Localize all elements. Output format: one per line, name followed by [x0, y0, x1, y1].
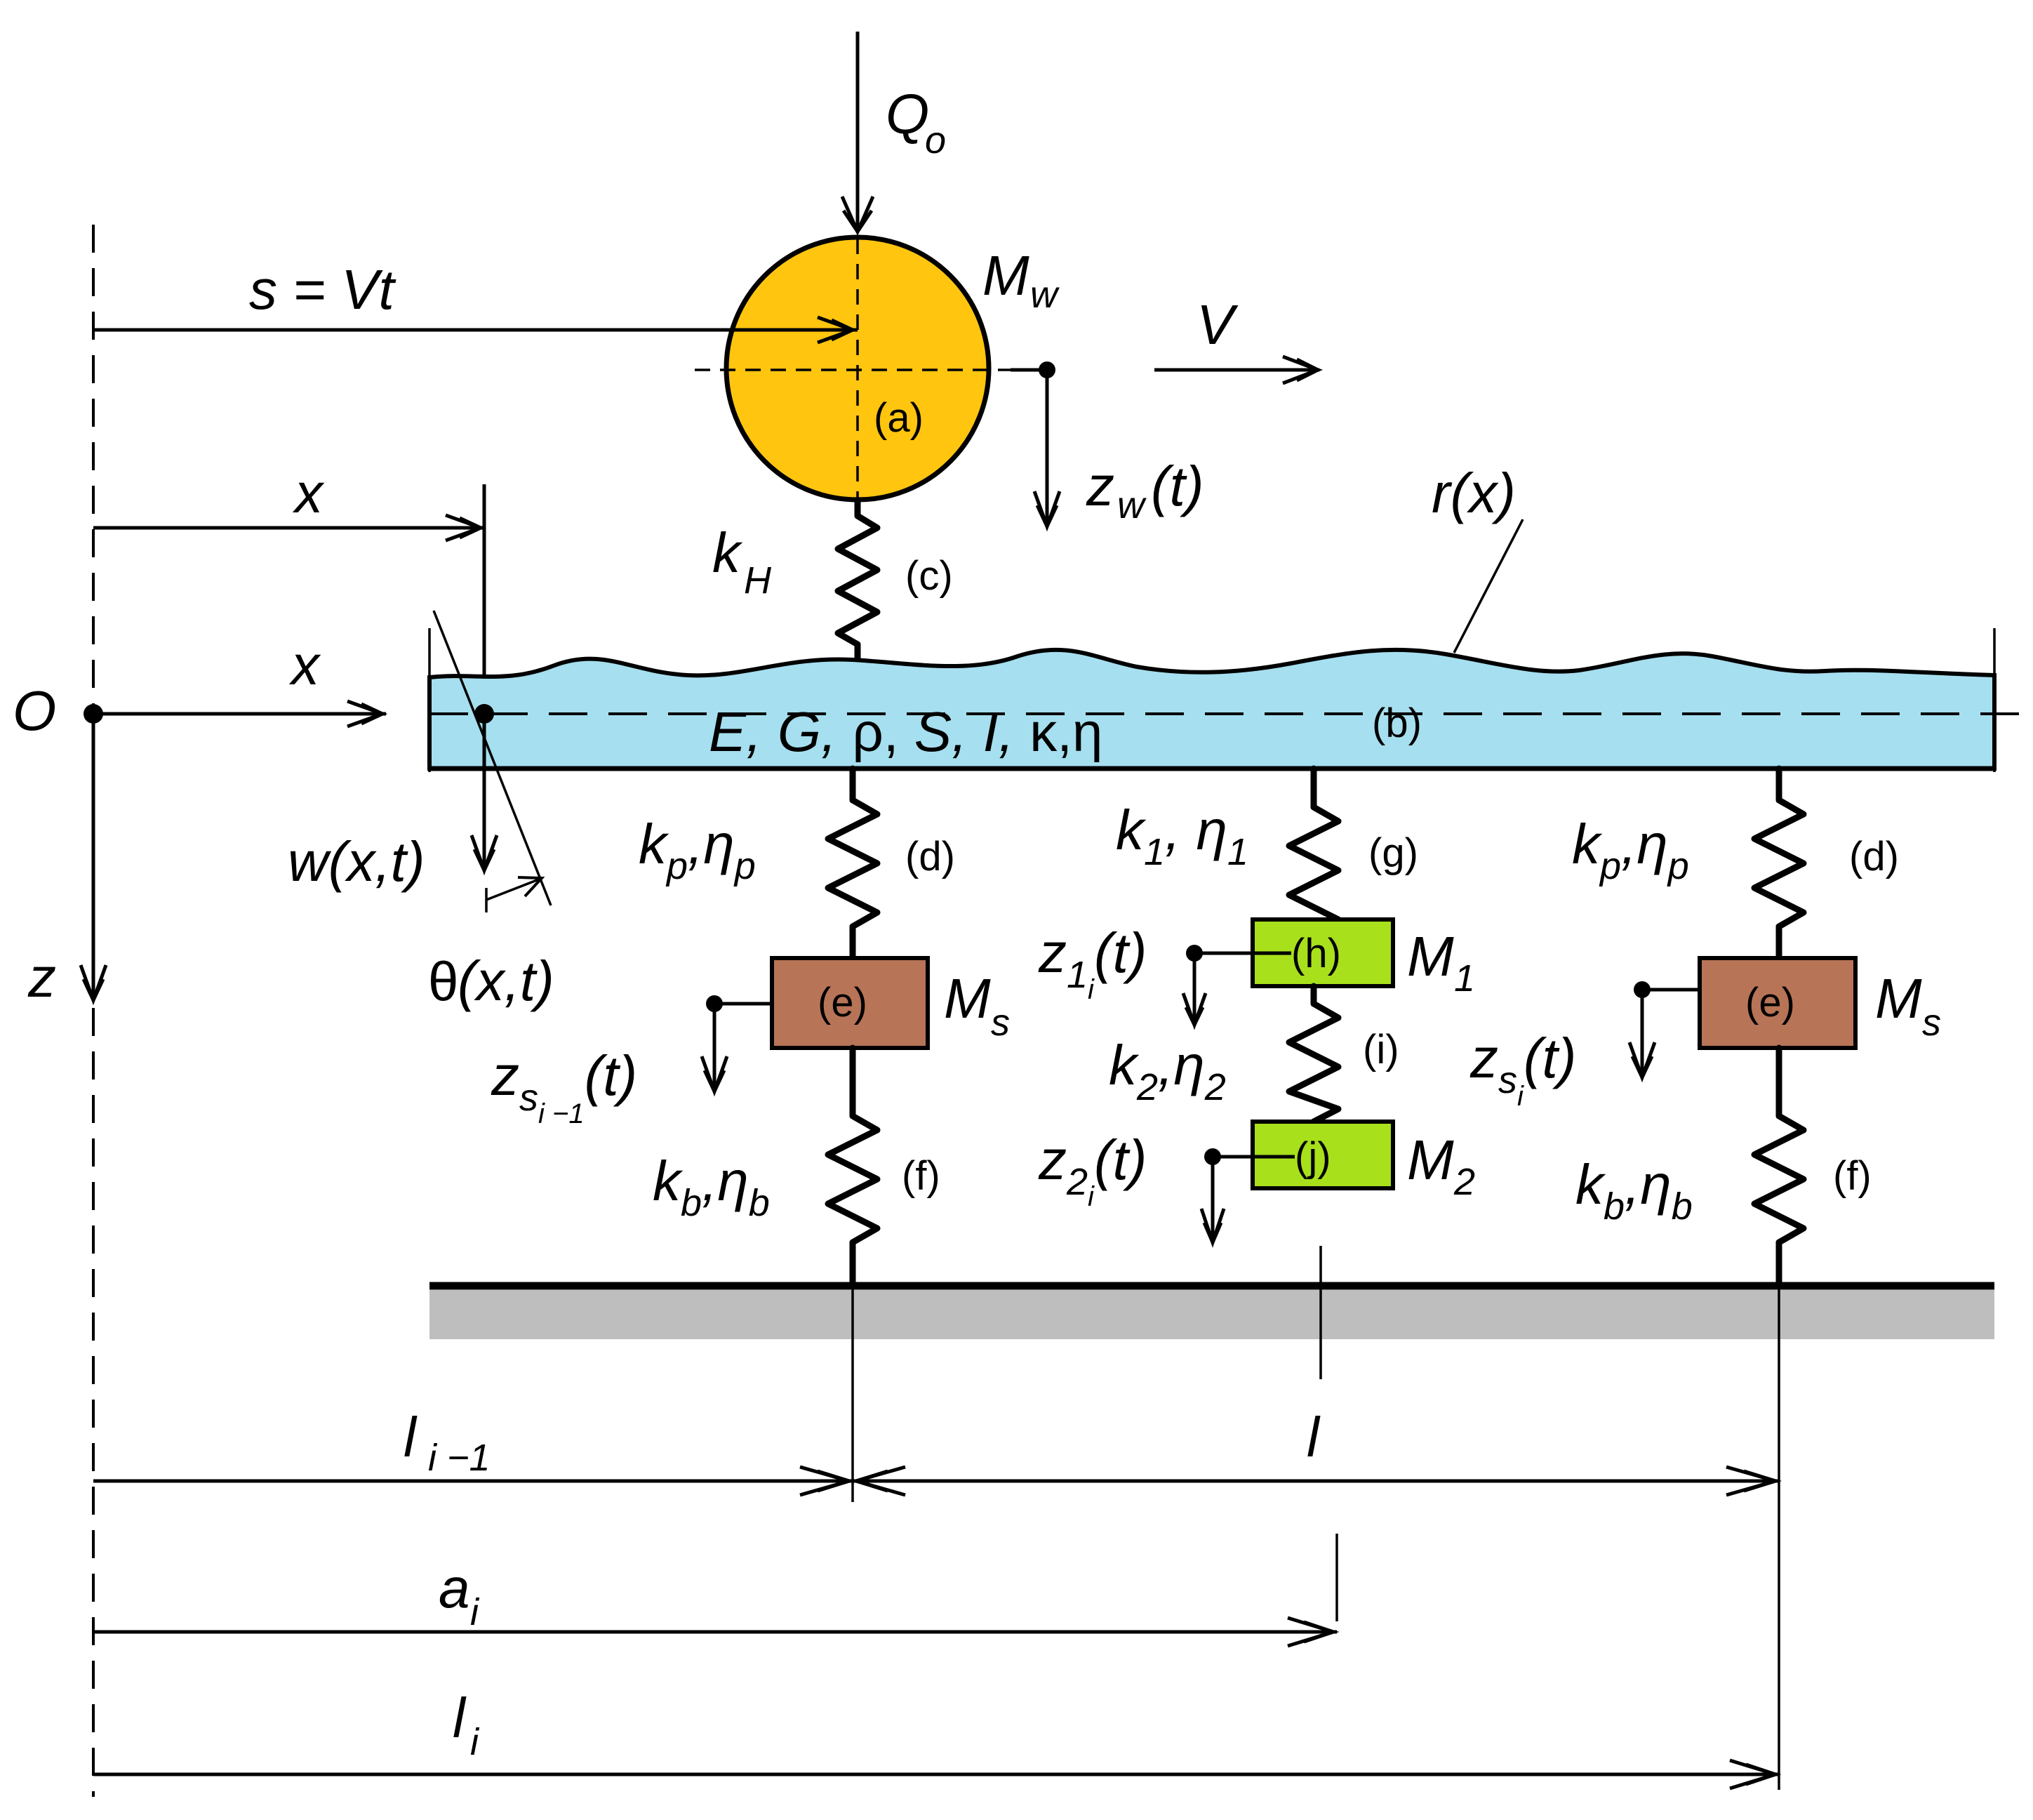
svg-text:i −1: i −1: [428, 1437, 491, 1479]
right-ballast-spring: [1751, 1044, 1807, 1288]
right-sleeper-mass: [1698, 956, 1858, 1050]
mid-support-distance-label: a: [439, 1557, 470, 1619]
upper-mass-tag: (h): [1291, 931, 1341, 976]
rotation-label: θ: [428, 950, 458, 1012]
svg-text:1: 1: [1454, 957, 1475, 999]
left-ballast-label: kb,ηb: [653, 1150, 770, 1224]
left-railpad-label: kp,ηp: [639, 813, 756, 887]
load-label: Q: [886, 83, 929, 145]
sleeper-distance-label: l: [453, 1687, 467, 1749]
velocity-label: V: [1197, 293, 1239, 356]
right-railpad-tag: (d): [1849, 834, 1899, 879]
right-railpad-label: kp,ηp: [1572, 813, 1689, 887]
svg-text:i: i: [470, 1591, 480, 1633]
beam-properties-label: E, G, ρ, S, I, κ,η: [709, 700, 1102, 763]
right-sleeper-tag: (e): [1745, 980, 1795, 1025]
upper-pad-label: k1, η1: [1116, 799, 1248, 873]
left-sleeper-mass: [770, 956, 930, 1050]
x-axis-label: x: [288, 634, 321, 696]
upper-mass-displacement-label: z1i(t): [1038, 922, 1147, 1005]
beam-tag: (b): [1372, 700, 1422, 746]
left-ballast-spring: [825, 1044, 881, 1288]
irregularity-label: r(x): [1432, 462, 1516, 524]
upper-pad-tag: (g): [1368, 830, 1418, 876]
hertz-spring-tag: (c): [905, 553, 953, 599]
svg-text:w: w: [1030, 274, 1060, 316]
irregularity-leader: [1453, 519, 1524, 653]
right-sleeper-displacement-label: zsi(t): [1469, 1027, 1576, 1112]
beam-deflection-label: w(x,t): [288, 830, 425, 893]
section-rotation-line: [432, 610, 552, 906]
right-ballast-tag: (f): [1833, 1153, 1872, 1199]
svg-text:o: o: [925, 119, 946, 161]
svg-text:H: H: [744, 559, 772, 602]
left-sleeper-tag: (e): [818, 980, 867, 1025]
lower-pad-spring: [1286, 983, 1342, 1125]
wheel-tag: (a): [874, 395, 924, 441]
upper-pad-spring: [1286, 765, 1342, 937]
right-railpad-spring: [1751, 765, 1807, 962]
prev-sleeper-distance-label: l: [404, 1406, 418, 1468]
wheel-displacement-label: z: [1086, 455, 1114, 517]
svg-text:(x,t): (x,t): [458, 950, 554, 1012]
left-sleeper-mass-label: M: [944, 967, 991, 1030]
svg-text:(t): (t): [1151, 455, 1204, 517]
left-sleeper-displacement-label: zsi −1(t): [491, 1044, 637, 1129]
position-s-label: s = Vt: [249, 258, 396, 321]
z-axis-label: z: [27, 946, 56, 1009]
rotation-angle-arrow: [486, 877, 541, 901]
upper-mass-label: M: [1407, 925, 1454, 988]
svg-text:i: i: [470, 1721, 480, 1763]
lower-pad-label: k2,η2: [1109, 1034, 1226, 1108]
svg-text:w: w: [1117, 484, 1147, 526]
hertz-spring-label: k: [712, 522, 743, 584]
hertz-contact-spring: [834, 496, 881, 663]
left-railpad-tag: (d): [905, 834, 955, 879]
right-sleeper-mass-label: M: [1875, 967, 1922, 1030]
left-railpad-spring: [825, 765, 881, 962]
svg-text:2: 2: [1453, 1161, 1475, 1203]
wheel-mass-label: M: [982, 244, 1029, 307]
rail-beam: [427, 647, 1997, 771]
sleeper-spacing-label: l: [1307, 1406, 1321, 1468]
svg-text:s: s: [1922, 1002, 1941, 1044]
svg-text:s: s: [991, 1002, 1010, 1044]
lower-mass-label: M: [1407, 1129, 1454, 1191]
section-x-label: x: [292, 462, 325, 524]
ground: [429, 1290, 1994, 1339]
lower-mass-tag: (j): [1295, 1134, 1331, 1180]
lower-pad-tag: (i): [1363, 1027, 1399, 1072]
left-ballast-tag: (f): [902, 1153, 940, 1199]
lower-mass-displacement-label: z2i(t): [1038, 1129, 1147, 1212]
origin-label: O: [13, 679, 56, 742]
right-ballast-label: kb,ηb: [1575, 1153, 1693, 1228]
